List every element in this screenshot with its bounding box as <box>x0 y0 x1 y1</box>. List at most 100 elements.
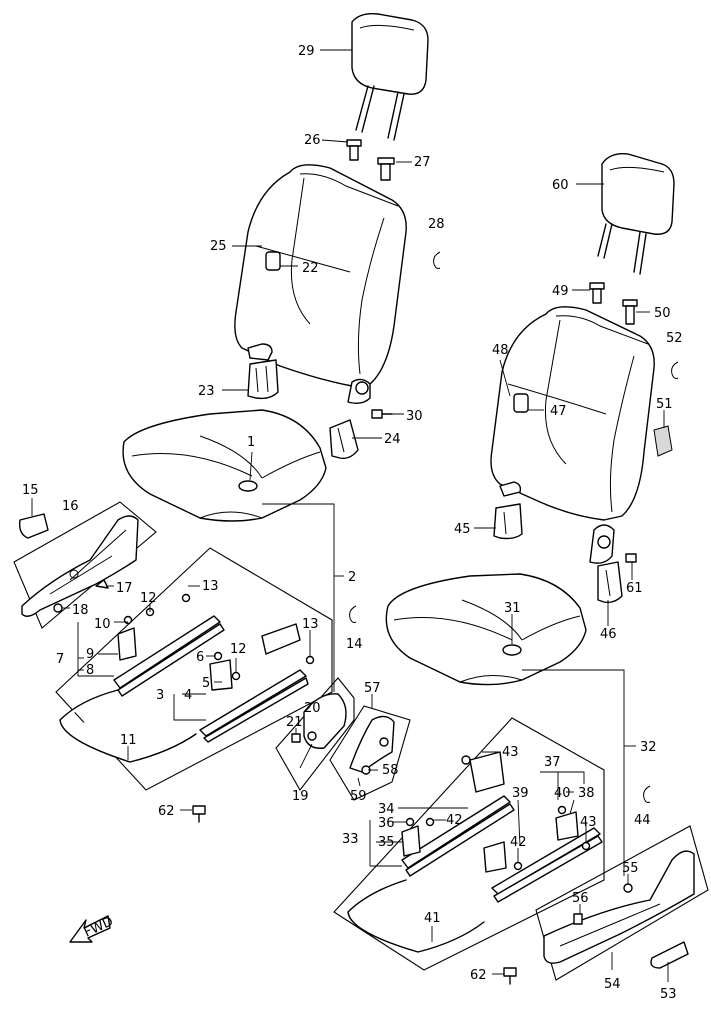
clip-55[interactable] <box>623 883 633 893</box>
callout-59: 59 <box>350 789 367 804</box>
callout-36: 36 <box>378 816 395 831</box>
rail-4[interactable] <box>199 669 309 743</box>
callout-28: 28 <box>428 217 445 232</box>
callout-44: 44 <box>634 813 651 828</box>
hinge-cover-24[interactable] <box>329 419 359 460</box>
callout-16: 16 <box>62 499 79 514</box>
headrest-guide-26[interactable] <box>346 139 362 161</box>
callout-50: 50 <box>654 306 671 321</box>
callout-41: 41 <box>424 911 441 926</box>
hinge-cover-46[interactable] <box>597 561 623 604</box>
knob-15[interactable] <box>18 513 49 539</box>
seat-cushion-right[interactable] <box>385 573 587 686</box>
wire-41[interactable] <box>347 879 485 953</box>
bolt-62-left[interactable] <box>192 805 206 823</box>
callout-17: 17 <box>116 581 133 596</box>
bolt-62-right[interactable] <box>503 967 517 985</box>
clip-14[interactable] <box>349 605 357 623</box>
bolt-21[interactable] <box>291 733 301 743</box>
bracket-9-10[interactable] <box>117 627 137 661</box>
callout-26: 26 <box>304 133 321 148</box>
seat-back-right[interactable] <box>490 306 655 564</box>
callout-24: 24 <box>384 432 401 447</box>
side-cover-54[interactable] <box>543 850 695 964</box>
hinge-cover-45[interactable] <box>493 503 523 540</box>
callout-labels: 29 26 27 28 25 22 23 30 24 1 2 14 15 16 … <box>22 44 683 1002</box>
rail-8[interactable] <box>113 615 225 697</box>
callout-19: 19 <box>292 789 309 804</box>
seat-cushion-left[interactable] <box>122 409 327 522</box>
callout-56: 56 <box>572 891 589 906</box>
seat-back-left[interactable] <box>234 164 407 405</box>
headrest-guide-50[interactable] <box>622 299 638 325</box>
callout-57: 57 <box>364 681 381 696</box>
callout-11: 11 <box>120 733 137 748</box>
callout-27: 27 <box>414 155 431 170</box>
callout-31: 31 <box>504 601 521 616</box>
bracket-39[interactable] <box>483 841 507 873</box>
callout-48: 48 <box>492 343 509 358</box>
bracket-38[interactable] <box>555 811 579 841</box>
leader-lines <box>31 49 669 982</box>
bracket-57[interactable] <box>349 715 395 775</box>
headrest-left[interactable] <box>351 12 429 141</box>
callout-47: 47 <box>550 404 567 419</box>
callout-13b: 13 <box>302 617 319 632</box>
clip-44[interactable] <box>643 785 651 803</box>
bolts-right[interactable] <box>405 805 591 871</box>
bolts-12-13-left[interactable] <box>123 593 315 681</box>
callout-30: 30 <box>406 409 423 424</box>
bracket-35[interactable] <box>401 825 421 857</box>
clip-52[interactable] <box>671 361 679 379</box>
callout-45: 45 <box>454 522 471 537</box>
callout-53: 53 <box>660 987 677 1002</box>
callout-51: 51 <box>656 397 673 412</box>
callout-29: 29 <box>298 44 315 59</box>
callout-60: 60 <box>552 178 569 193</box>
bolt-61[interactable] <box>625 553 637 563</box>
callout-5: 5 <box>202 676 210 691</box>
callout-12a: 12 <box>140 591 157 606</box>
callout-23: 23 <box>198 384 215 399</box>
forward-arrow-icon: FWD <box>69 914 116 943</box>
callout-14: 14 <box>346 637 363 652</box>
headrest-right[interactable] <box>597 153 675 275</box>
bracket-5-6[interactable] <box>209 659 233 691</box>
callout-62a: 62 <box>158 804 175 819</box>
callout-34: 34 <box>378 802 395 817</box>
adjuster-box-left <box>55 547 333 791</box>
headrest-guide-27[interactable] <box>377 157 395 181</box>
clip-28[interactable] <box>433 251 441 269</box>
callout-54: 54 <box>604 977 621 992</box>
clip-17[interactable] <box>95 579 109 589</box>
callout-6: 6 <box>196 650 204 665</box>
clip-51[interactable] <box>653 425 673 457</box>
callout-52: 52 <box>666 331 683 346</box>
callout-58: 58 <box>382 763 399 778</box>
bracket-13[interactable] <box>261 623 301 655</box>
cover-20[interactable] <box>303 693 347 749</box>
wire-11[interactable] <box>59 689 197 763</box>
rail-37[interactable] <box>491 827 603 903</box>
callout-2: 2 <box>348 570 356 585</box>
callout-13a: 13 <box>202 579 219 594</box>
callout-4: 4 <box>184 688 192 703</box>
bracket-43[interactable] <box>461 751 505 793</box>
screw-18[interactable] <box>53 603 63 613</box>
side-cover-16[interactable] <box>21 515 139 617</box>
callout-40: 40 <box>554 786 571 801</box>
callout-42a: 42 <box>446 813 463 828</box>
callout-62b: 62 <box>470 968 487 983</box>
knob-53[interactable] <box>650 941 689 969</box>
forward-arrow-label: FWD <box>82 914 116 940</box>
hinge-cover-23[interactable] <box>247 359 279 400</box>
callout-32: 32 <box>640 740 657 755</box>
headrest-guide-49[interactable] <box>589 282 605 304</box>
screw-56[interactable] <box>573 913 583 925</box>
callout-7: 7 <box>56 652 64 667</box>
callout-9: 9 <box>86 647 94 662</box>
rail-33[interactable] <box>401 795 515 877</box>
callout-21: 21 <box>286 715 303 730</box>
callout-49: 49 <box>552 284 569 299</box>
